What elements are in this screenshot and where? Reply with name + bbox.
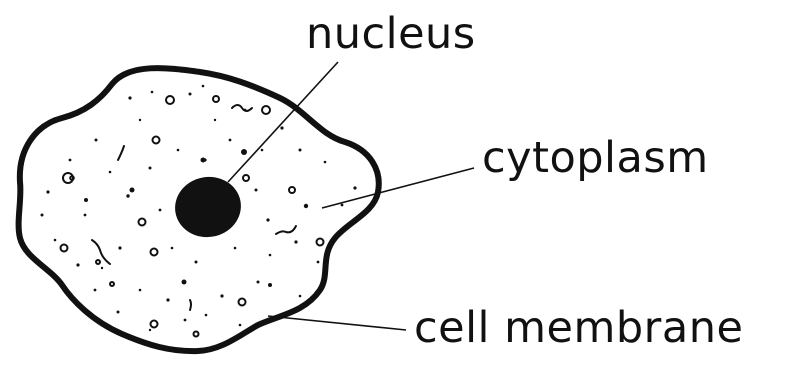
nucleus-label: nucleus [306,9,476,59]
cytoplasm-label: cytoplasm [482,133,709,183]
cell-membrane-label: cell membrane [414,303,743,353]
cell-membrane-leader-line [268,316,406,330]
